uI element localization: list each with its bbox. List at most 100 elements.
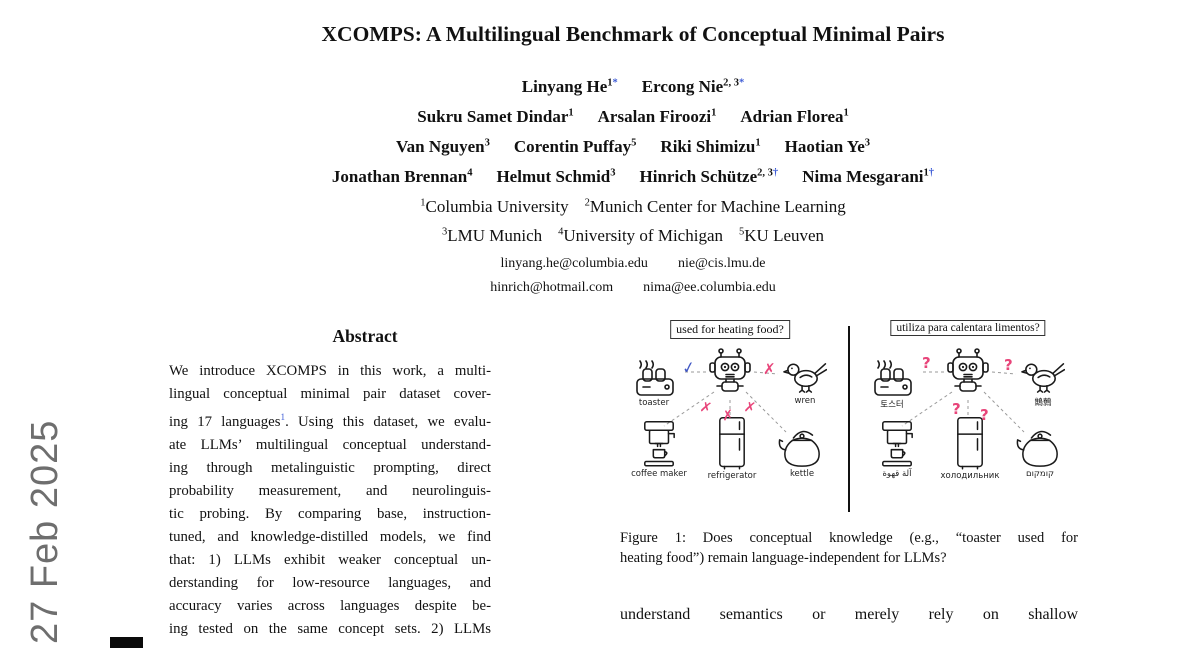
affiliation: 4University of Michigan [558, 226, 723, 246]
author: Arsalan Firoozi1 [597, 106, 717, 126]
abstract-text: We introduce XCOMPS in this work, a mult… [169, 360, 491, 641]
connector-lines [901, 371, 1025, 433]
author: Corentin Puffay5 [513, 136, 637, 156]
bottom-left-black-fragment [110, 637, 143, 648]
author-line-1: Linyang He1* Ercong Nie2, 3* [66, 70, 1200, 100]
wren-label: 鷦鷯 [1034, 398, 1052, 408]
author-line-2: Sukru Samet Dindar1 Arsalan Firoozi1 Adria… [66, 100, 1200, 130]
author: Sukru Samet Dindar1 [417, 106, 574, 126]
robot-item [944, 348, 992, 394]
author: Adrian Florea1 [740, 106, 849, 126]
email-address: linyang.he@columbia.edu [500, 256, 648, 271]
abstract-line: lingual conceptual minimal pair dataset … [169, 386, 491, 402]
question-mark: ? [1004, 356, 1013, 374]
abstract-line: that: 1) LLMs exhibit weaker conceptual … [169, 551, 491, 568]
author: Helmut Schmid3 [496, 166, 616, 186]
author-line-4: Jonathan Brennan4 Helmut Schmid3 Hinrich S… [66, 160, 1200, 190]
abstract-line: tic probing. By comparing base, instruct… [169, 505, 491, 522]
question-box: used for heating food? [670, 320, 790, 339]
figure-panel-multilingual: utiliza para calentara limentos? 토스터 [858, 320, 1078, 518]
robot-icon [709, 348, 751, 392]
question-mark: ? [922, 354, 931, 372]
robot-item [706, 348, 754, 394]
email-address: nie@cis.lmu.de [677, 256, 766, 271]
coffee-maker-icon [882, 420, 913, 467]
email-block: linyang.he@columbia.edu nie@cis.lmu.de hi… [66, 252, 1200, 300]
affiliation: 1Columbia University [420, 196, 569, 216]
abstract-line: ate LLMs’ multilingual conceptual unders… [169, 436, 491, 453]
refrigerator-label: refrigerator [707, 471, 757, 481]
author-block: Linyang He1* Ercong Nie2, 3* Sukru Samet … [66, 70, 1200, 190]
abstract-line: ing 17 languages1. Using this dataset, w… [169, 412, 491, 430]
kettle-label: kettle [789, 469, 815, 479]
abstract-line: We introduce XCOMPS in this work, a mult… [169, 363, 491, 379]
figure-panel-english: used for heating food? toaster [620, 320, 840, 518]
kettle-icon [1016, 430, 1058, 467]
paper-content: XCOMPS: A Multilingual Benchmark of Conc… [66, 0, 1200, 648]
kettle-item: קומקום [1010, 428, 1070, 479]
toaster-icon [874, 360, 912, 396]
toaster-item: 토스터 [862, 360, 922, 410]
figure-1: used for heating food? toaster [620, 320, 1078, 520]
author: Ercong Nie2, 3* [641, 76, 745, 96]
affiliation: 5KU Leuven [739, 226, 825, 246]
abstract-line: ing through metalinguistic prompting, di… [169, 459, 491, 476]
connector-lines [663, 371, 787, 433]
refrigerator-item: холодильник [941, 416, 999, 481]
kettle-label: קומקום [1025, 469, 1055, 479]
email-line-1: linyang.he@columbia.edu nie@cis.lmu.de [66, 252, 1200, 276]
wren-icon [1021, 363, 1065, 393]
toaster-label: 토스터 [880, 400, 904, 410]
abstract-line: tuned, and knowledge-distilled models, w… [169, 528, 491, 545]
wren-item: wren [776, 358, 834, 406]
coffee-maker-label: coffee maker [631, 469, 687, 479]
affiliation-line-2: 3LMU Munich 4University of Michigan 5KU Le… [66, 220, 1200, 250]
refrigerator-label: холодильник [940, 471, 1000, 481]
body-text-line: understand semantics or merely rely on s… [620, 606, 1078, 623]
email-address: nima@ee.columbia.edu [643, 280, 776, 295]
arxiv-stamp-date: 27 Feb 2025 [24, 419, 66, 644]
abstract-line: ing tested on the same concept sets. 2) … [169, 620, 491, 637]
author: Nima Mesgarani1† [802, 166, 935, 186]
affiliation-block: 1Columbia University 2Munich Center for M… [66, 190, 1200, 249]
paper-title: XCOMPS: A Multilingual Benchmark of Conc… [321, 22, 945, 46]
wren-icon [783, 363, 827, 393]
question-mark: ? [980, 406, 989, 424]
refrigerator-icon [957, 416, 983, 470]
robot-icon [947, 348, 989, 392]
author: Hinrich Schütze2, 3† [639, 166, 779, 186]
coffee-maker-item: coffee maker [628, 420, 690, 479]
figure-caption: Figure 1: Does conceptual knowledge (e.g… [620, 528, 1078, 568]
question-box: utiliza para calentara limentos? [890, 320, 1046, 336]
figure-caption-line: Figure 1: Does conceptual knowledge (e.g… [620, 530, 1078, 546]
email-address: hinrich@hotmail.com [490, 280, 614, 295]
toaster-icon [636, 360, 674, 396]
email-line-2: hinrich@hotmail.com nima@ee.columbia.edu [66, 276, 1200, 300]
author: Haotian Ye3 [784, 136, 871, 156]
abstract-heading: Abstract [332, 326, 398, 346]
footnote-1-link[interactable]: 1 [280, 412, 286, 422]
author: Jonathan Brennan4 [331, 166, 473, 186]
coffee-maker-icon [644, 420, 675, 467]
toaster-item: toaster [624, 360, 684, 408]
wren-label: wren [794, 396, 816, 406]
affiliation: 2Munich Center for Machine Learning [584, 196, 846, 216]
coffee-maker-label: آلة قهوة [882, 469, 912, 479]
kettle-item: kettle [772, 428, 832, 479]
author: Linyang He1* [521, 76, 618, 96]
cross-mark: ✗ [763, 360, 776, 378]
refrigerator-item: refrigerator [707, 416, 757, 481]
abstract-line: probability measurement, and neurolingui… [169, 482, 491, 499]
kettle-icon [778, 430, 820, 467]
toaster-label: toaster [638, 398, 670, 408]
question-mark: ? [952, 400, 961, 418]
author: Riki Shimizu1 [660, 136, 761, 156]
wren-item: 鷦鷯 [1014, 358, 1072, 408]
figure-caption-line: heating food”) remain language-independe… [620, 550, 947, 566]
affiliation-line-1: 1Columbia University 2Munich Center for M… [66, 190, 1200, 220]
affiliation: 3LMU Munich [441, 226, 543, 246]
coffee-maker-item: آلة قهوة [866, 420, 928, 479]
abstract-line: accuracy varies across languages despite… [169, 597, 491, 614]
